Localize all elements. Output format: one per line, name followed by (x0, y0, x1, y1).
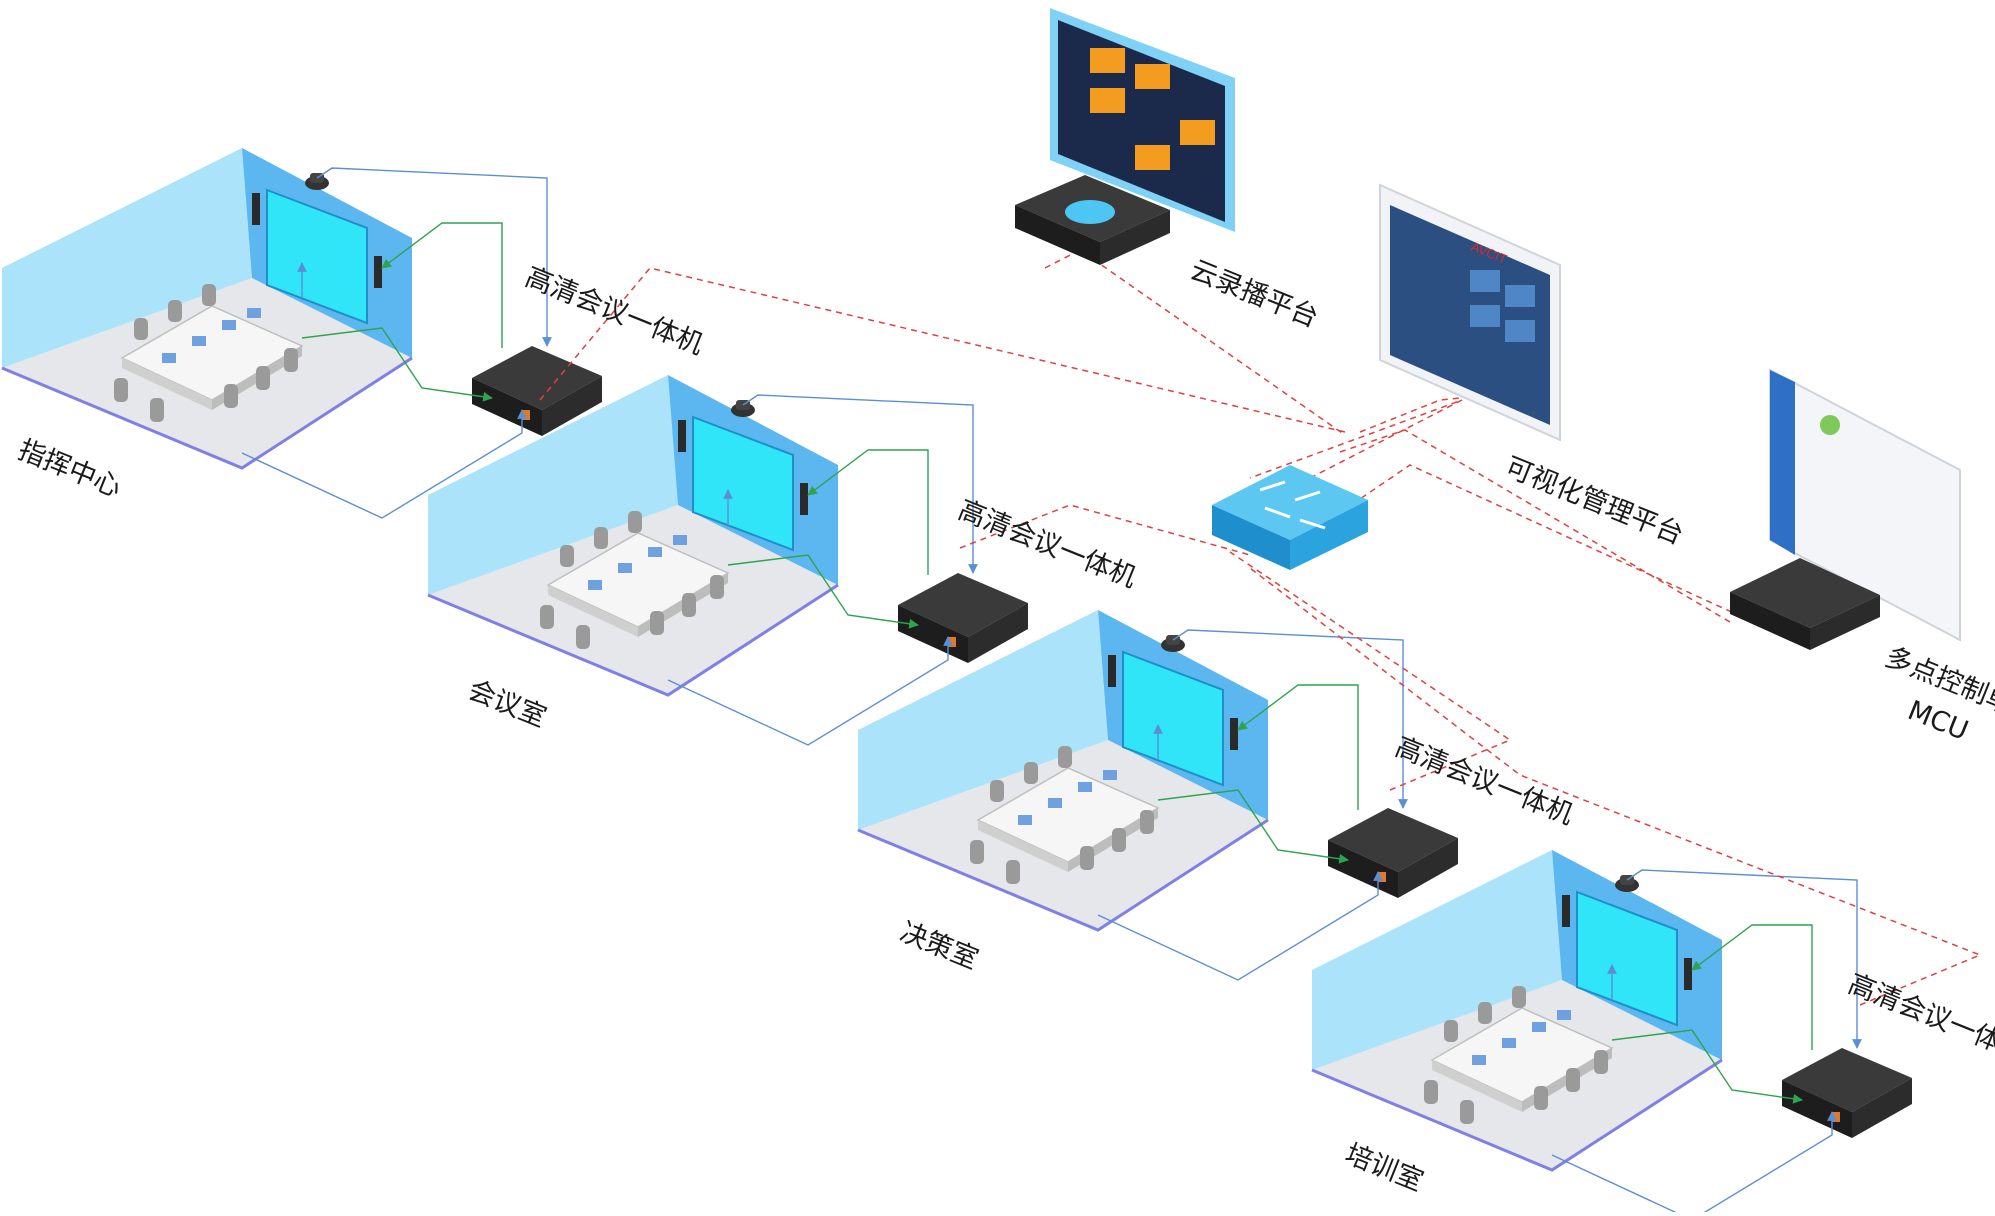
network-switch (1212, 465, 1368, 570)
visual-management-tablet: AVCIT (1379, 183, 1561, 442)
cloud-recording-platform (1015, 8, 1235, 265)
mcu-device (1730, 368, 1961, 650)
network-links (539, 249, 1983, 1006)
